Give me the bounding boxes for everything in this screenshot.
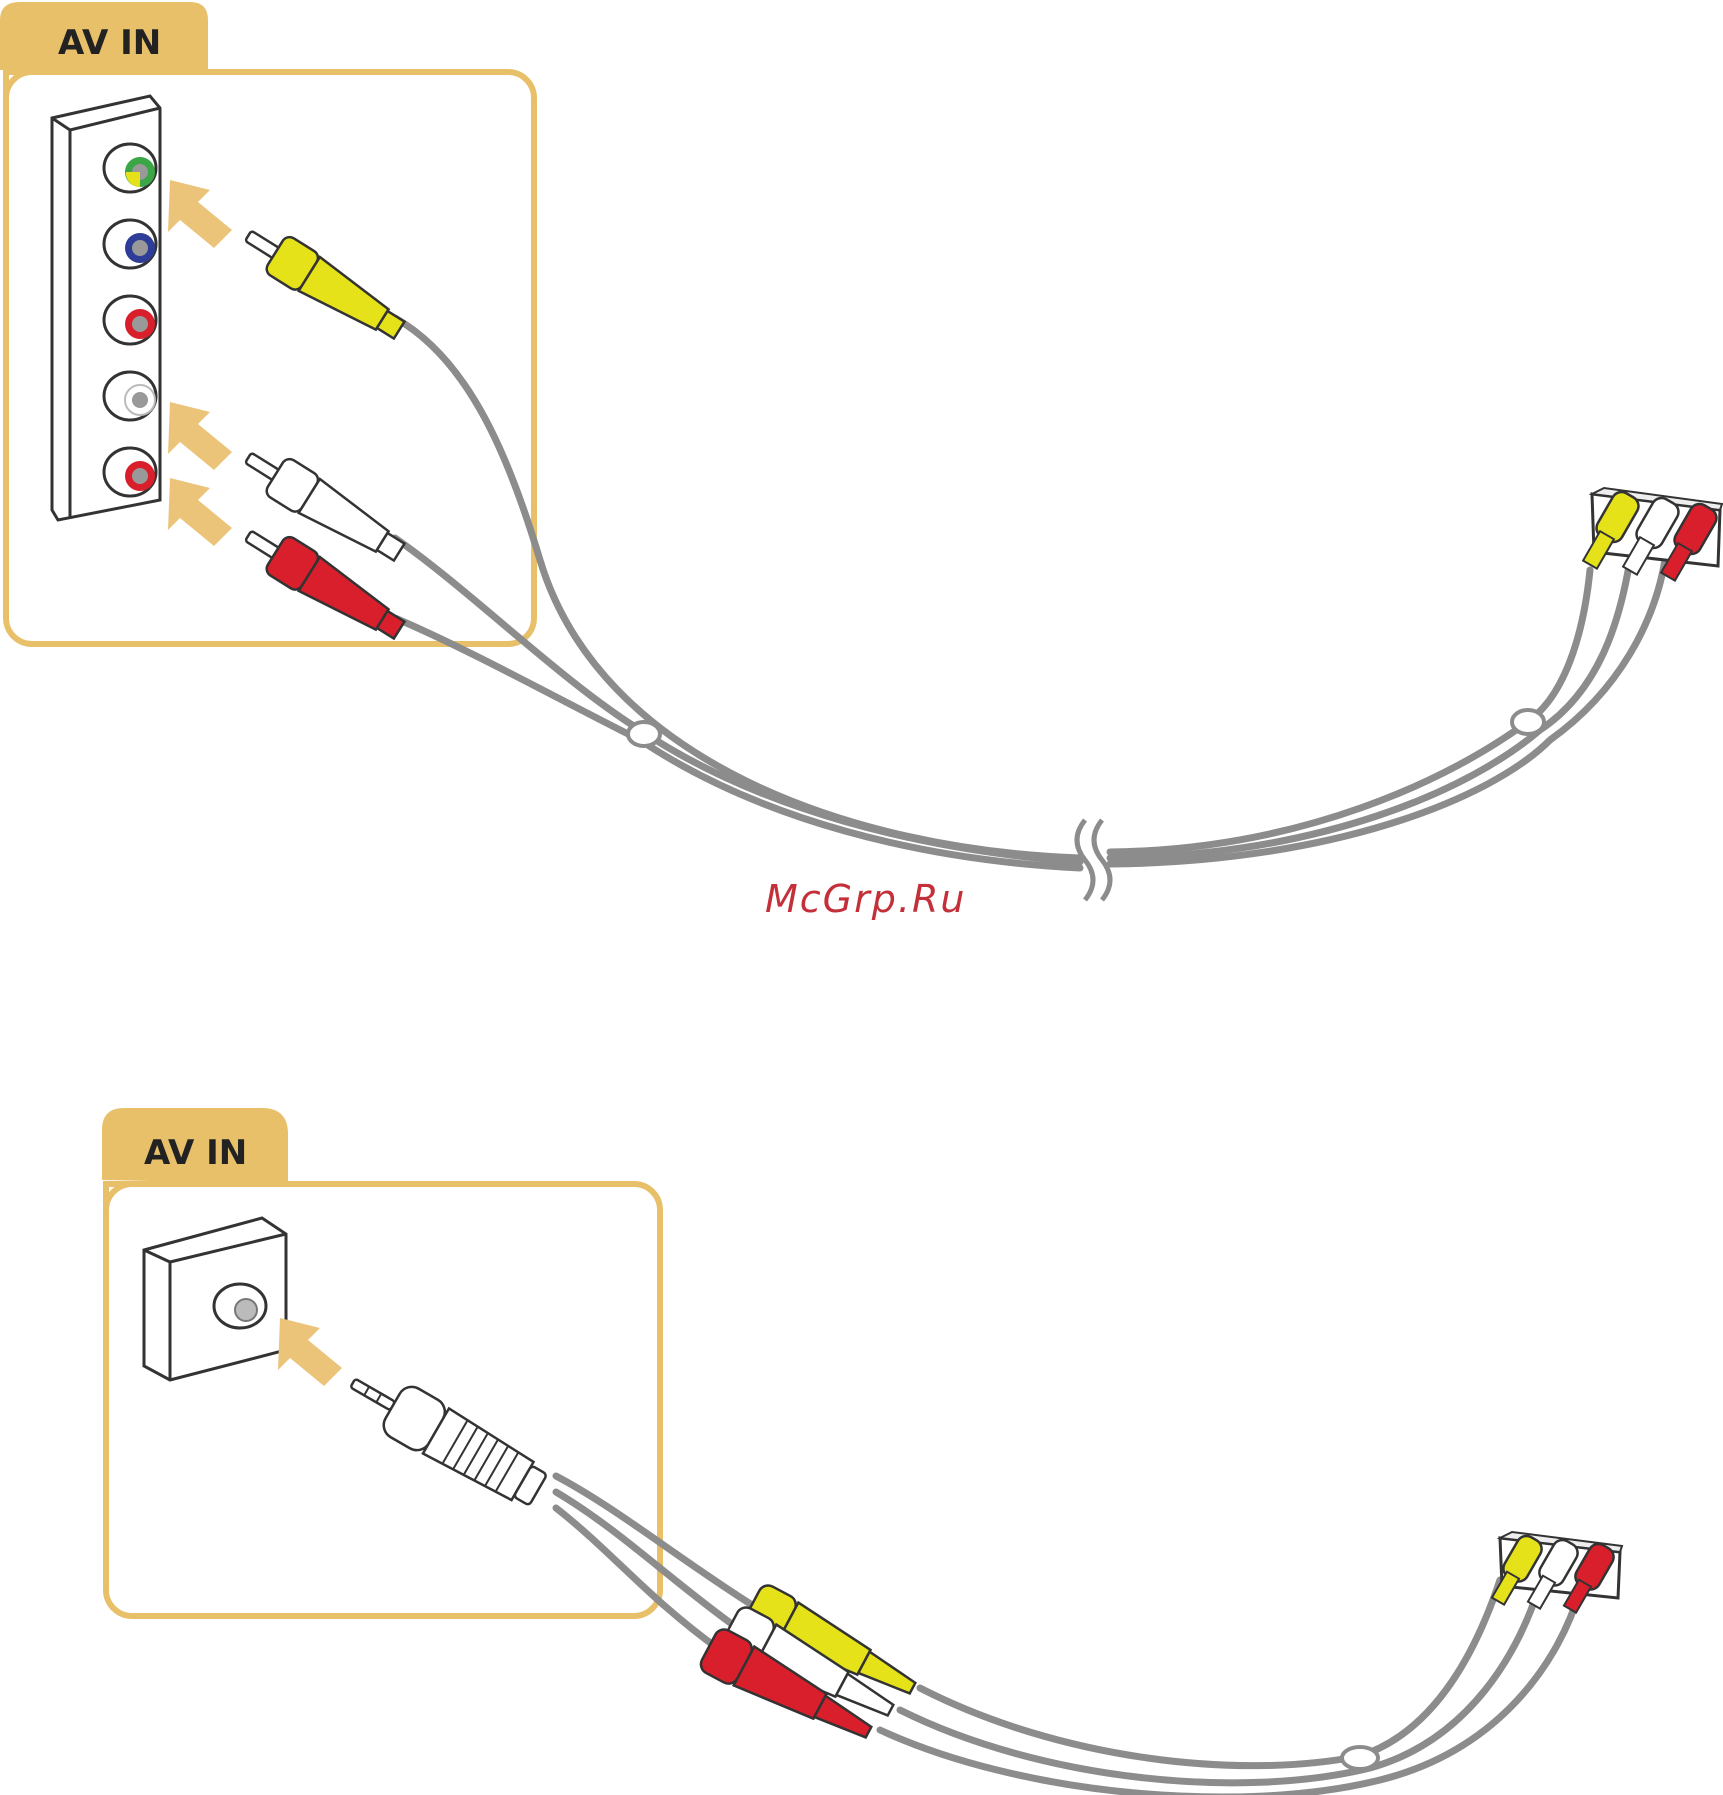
- cable-clip: [628, 722, 660, 746]
- cable-bundle-top: [395, 318, 1665, 900]
- device-av-output-bottom: [1487, 1532, 1622, 1616]
- cable-clip: [1342, 1747, 1378, 1769]
- watermark-text: McGrp.Ru: [765, 877, 966, 921]
- arrow-icon: [168, 478, 232, 546]
- rca-plug-icon: [237, 217, 411, 349]
- port-video-green: [104, 144, 156, 192]
- arrow-icon: [168, 180, 232, 248]
- port-white: [104, 372, 156, 420]
- port-blue: [104, 220, 156, 268]
- arrow-icon: [168, 402, 232, 470]
- panel-bottom-label: AV IN: [144, 1133, 247, 1173]
- panel-top-label: AV IN: [58, 23, 161, 63]
- mini-jack-plug-icon: [339, 1359, 552, 1514]
- cable-break-icon: [1077, 820, 1110, 900]
- port-red-1: [104, 296, 156, 344]
- av-port-icon: [144, 1218, 286, 1380]
- av-port-strip: [52, 96, 160, 520]
- cable-clip: [1512, 710, 1544, 734]
- arrow-icon: [278, 1318, 342, 1386]
- device-av-output-top: [1578, 488, 1722, 584]
- port-red-2: [104, 448, 156, 496]
- cable-bundle-bottom: [556, 1476, 1580, 1795]
